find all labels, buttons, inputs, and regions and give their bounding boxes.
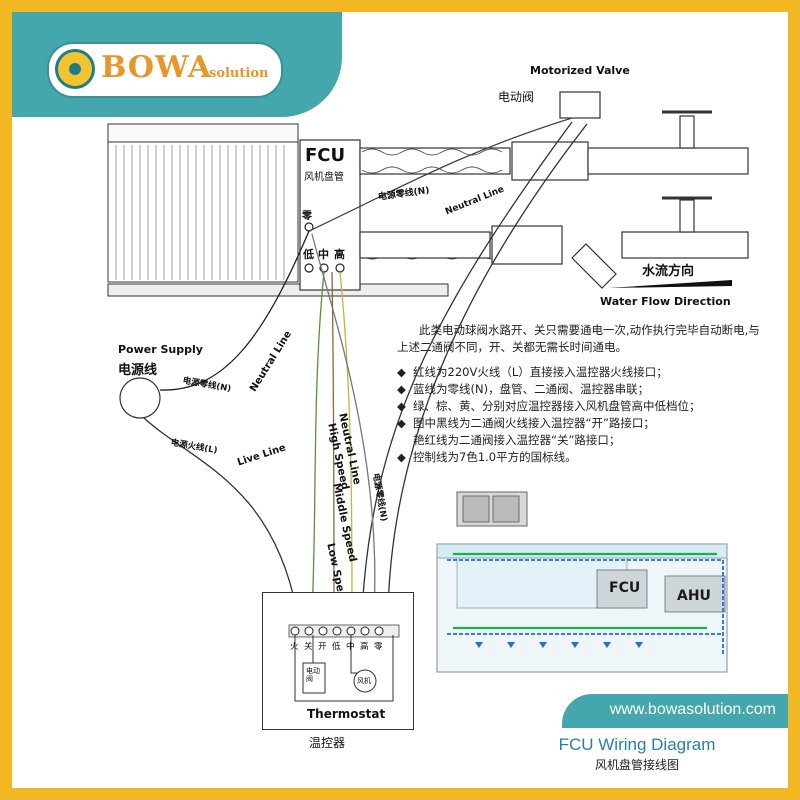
note-item: ◆ 控制线为7色1.0平方的国标线。	[397, 449, 767, 466]
note-item: ◆ 红线为220V火线（L）直接接入温控器火线接口；	[397, 364, 767, 381]
notes-intro: 此类电动球阀水路开、关只需要通电一次,动作执行完毕自动断电,与上述二通阀不同，开…	[397, 323, 760, 354]
thermostat-terminal-open: 开	[318, 642, 327, 652]
motorized-valve-label: Motorized Valve	[530, 64, 630, 77]
note-text: 红线为220V火线（L）直接接入温控器火线接口；	[413, 365, 668, 379]
bullet-icon: ◆	[397, 365, 406, 379]
power-supply-node	[119, 377, 161, 419]
footer-bar: www.bowasolution.com	[562, 694, 788, 728]
fcu-label-cn: 风机盘管	[304, 172, 344, 183]
thermostat-terminal-live: 火	[290, 642, 299, 652]
water-flow-label-cn: 水流方向	[642, 264, 695, 279]
note-text: 蓝线为零线(N)，盘管、二通阀、温控器串联；	[413, 382, 650, 396]
thermostat-terminal-high: 高	[360, 642, 369, 652]
water-flow-arrow	[608, 280, 732, 288]
power-supply-label-cn: 电源线	[118, 363, 158, 378]
schematic-fcu-label: FCU	[609, 580, 640, 596]
note-item: ◆ 绿、棕、黄、分别对应温控器接入风机盘管高中低档位；	[397, 398, 767, 415]
logo-wordmark: BOWA	[101, 50, 213, 85]
note-item: ◆ 蓝线为零线(N)，盘管、二通阀、温控器串联；	[397, 381, 767, 398]
thermostat-valve-symbol-label: 电动阀	[306, 667, 320, 683]
logo-suffix: solution	[209, 66, 269, 81]
thermostat-terminal-close: 关	[304, 642, 313, 652]
wires	[143, 117, 588, 613]
brand-logo[interactable]: BOWA solution	[47, 42, 283, 98]
bullet-icon: ◆	[397, 416, 406, 430]
power-supply-label: Power Supply	[118, 343, 203, 356]
diagram-subtitle: 风机盘管接线图	[594, 758, 679, 772]
motorized-valve-label-cn: 电动阀	[498, 90, 535, 104]
thermostat-terminal-low: 低	[332, 642, 341, 652]
bullet-icon: ◆	[397, 450, 406, 464]
fcu-speed-low-label: 低	[303, 248, 314, 261]
thermostat-terminal-mid: 中	[346, 642, 355, 652]
thermostat-wiring	[288, 624, 400, 702]
sun-logo-icon	[55, 49, 95, 89]
system-schematic: FCU AHU	[436, 491, 728, 673]
upper-pipe	[359, 91, 749, 181]
note-text: 艳红线为二通阀接入温控器“关”路接口；	[413, 433, 621, 447]
note-text: 控制线为7色1.0平方的国标线。	[413, 450, 577, 464]
note-continuation: 艳红线为二通阀接入温控器“关”路接口；	[397, 432, 767, 449]
thermostat-label: Thermostat	[307, 707, 386, 721]
fcu-label: FCU	[305, 145, 346, 166]
installation-notes: 此类电动球阀水路开、关只需要通电一次,动作执行完毕自动断电,与上述二通阀不同，开…	[397, 322, 767, 466]
thermostat-motor-label: 风机	[357, 677, 371, 685]
schematic-ahu-label: AHU	[677, 588, 711, 604]
fcu-neutral-terminal-label: 零	[302, 211, 312, 222]
thermostat-label-cn: 温控器	[309, 736, 346, 750]
thermostat-terminal-neutral: 零	[374, 642, 383, 652]
bullet-icon: ◆	[397, 399, 406, 413]
website-link[interactable]: www.bowasolution.com	[609, 701, 776, 718]
thermostat-panel: 火 关 开 低 中 高 零 电动阀 风机 Thermostat	[262, 592, 414, 730]
poster-frame: BOWA solution Motorized Valve 电动阀 FCU 风机…	[12, 12, 788, 788]
header-banner: BOWA solution	[12, 12, 342, 117]
wiring-drawing	[107, 91, 749, 613]
note-text: 绿、棕、黄、分别对应温控器接入风机盘管高中低档位；	[413, 399, 701, 413]
fcu-speed-mid-label: 中	[318, 248, 329, 261]
diagram-title: FCU Wiring Diagram	[558, 735, 716, 754]
lower-pipe	[359, 196, 749, 289]
water-flow-label-en: Water Flow Direction	[600, 295, 731, 308]
bullet-icon: ◆	[397, 382, 406, 396]
fcu-speed-high-label: 高	[334, 248, 345, 261]
note-item: ◆ 图中黑线为二通阀火线接入温控器“开”路接口；	[397, 415, 767, 432]
notes-list: ◆ 红线为220V火线（L）直接接入温控器火线接口； ◆ 蓝线为零线(N)，盘管、二…	[397, 364, 767, 466]
fcu-coil	[107, 123, 449, 297]
fcu-terminals	[304, 222, 345, 273]
note-text: 图中黑线为二通阀火线接入温控器“开”路接口；	[413, 416, 655, 430]
